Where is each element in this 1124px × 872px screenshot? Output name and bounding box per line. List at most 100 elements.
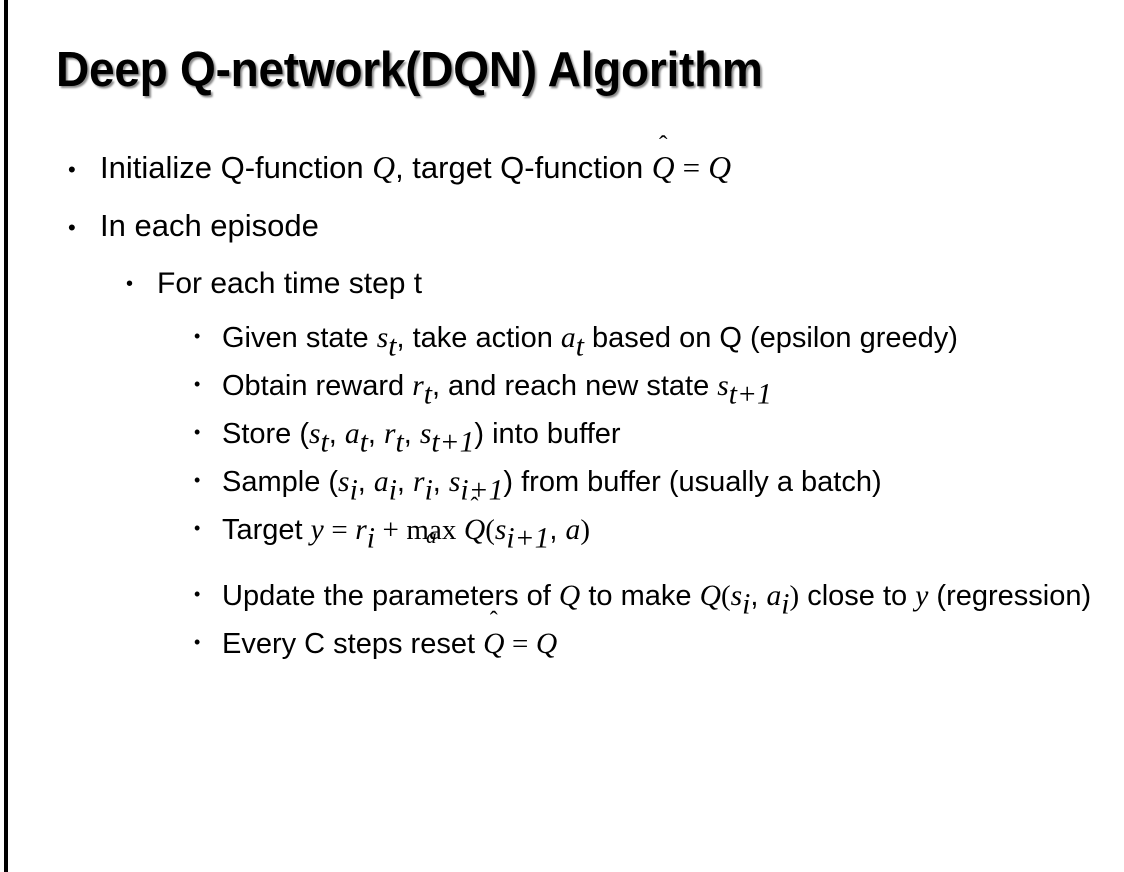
math-var-a: a: [766, 580, 782, 612]
bullet-marker: •: [194, 584, 201, 604]
math-var-q: Q: [372, 150, 396, 185]
math-var-q2: Q: [699, 580, 721, 612]
math-subscript: i: [349, 474, 358, 507]
bullet-marker: •: [126, 273, 134, 295]
list-item: • Initialize Q-function Q, target Q-func…: [0, 146, 1124, 190]
list-item-text: Store (st, at, rt, st+1) into buffer: [222, 418, 621, 459]
list-item: • Store (st, at, rt, st+1) into buffer: [0, 412, 1124, 459]
math-equals: =: [512, 628, 529, 660]
math-var-q: Q: [535, 628, 558, 660]
text-segment: ) from buffer (usually a batch): [503, 466, 882, 498]
math-subscript: i: [781, 588, 790, 621]
text-segment: , and reach new state: [431, 370, 718, 402]
bullet-marker: •: [194, 422, 201, 442]
math-subscript: i: [388, 474, 397, 507]
list-item: • Update the parameters of Q to make Q(s…: [0, 574, 1124, 621]
list-item-text: Initialize Q-function Q, target Q-functi…: [100, 146, 1124, 190]
bullet-marker: •: [194, 470, 201, 490]
math-var-a: a: [565, 514, 581, 546]
math-var-r: r: [413, 466, 425, 498]
bullet-list: • Initialize Q-function Q, target Q-func…: [0, 146, 1124, 670]
math-var-s: s: [376, 322, 389, 354]
math-equals: =: [331, 514, 348, 546]
text-segment: Obtain reward: [222, 370, 413, 402]
math-var-qhat: Q: [483, 628, 505, 660]
math-var-a: a: [344, 418, 360, 450]
text-segment: based on Q (epsilon greedy): [583, 322, 958, 354]
list-item-text: Every C steps reset ̂Q=Q: [222, 622, 1098, 666]
text-segment: (regression): [928, 580, 1092, 612]
math-subscript: t+1: [728, 378, 772, 411]
math-var-q: Q: [558, 580, 581, 612]
math-var-r: r: [412, 370, 424, 402]
text-segment: Update the parameters of: [222, 580, 559, 612]
math-var-s-next: s: [494, 514, 507, 546]
list-item-text: Given state st, take action at based on …: [222, 316, 1098, 363]
bullet-marker: •: [194, 518, 201, 538]
list-item-text: For each time step t: [157, 267, 423, 300]
list-item-text: Obtain reward rt, and reach new state st…: [222, 364, 1098, 411]
math-paren-open: (: [720, 580, 731, 612]
math-var-a: a: [373, 466, 389, 498]
math-q-hat: ̂Q: [464, 508, 485, 552]
math-paren-close: ): [789, 580, 800, 612]
math-subscript: t: [320, 426, 329, 459]
math-subscript: i+1: [460, 474, 504, 507]
math-paren-open: (: [485, 514, 495, 546]
math-subscript: t+1: [431, 426, 475, 459]
math-var-r: r: [384, 418, 396, 450]
text-segment: Every C steps reset: [222, 628, 484, 660]
math-comma: ,: [549, 514, 566, 546]
math-q-hat: ̂Q: [652, 146, 675, 190]
max-subscript: a: [426, 523, 437, 548]
math-paren-close: ): [580, 514, 590, 546]
math-var-qhat: Q: [463, 514, 486, 546]
math-q-hat: ̂Q: [483, 622, 504, 666]
math-var-s: s: [730, 580, 743, 612]
text-segment: ) into buffer: [474, 418, 621, 450]
math-var-r: r: [355, 514, 367, 546]
left-border-rule: [4, 0, 8, 872]
math-var-y: y: [915, 580, 929, 612]
math-var-s-next: s: [448, 466, 461, 498]
math-subscript: i: [742, 588, 751, 621]
math-var-q2: Q: [708, 150, 732, 185]
bullet-marker: •: [194, 326, 201, 346]
text-segment: close to: [799, 580, 916, 612]
math-var-s-next: s: [419, 418, 432, 450]
list-item-text: Target y=ri+maxâQ(si+1, a): [222, 508, 1098, 555]
text-segment: Given state: [222, 322, 377, 354]
list-item: • Sample (si, ai, ri, si+1) from buffer …: [0, 460, 1124, 507]
math-equals: =: [682, 150, 701, 185]
math-plus: +: [382, 514, 399, 546]
page-title: Deep Q-network(DQN) Algorithm: [56, 43, 763, 97]
bullet-marker: •: [194, 632, 201, 652]
list-item-text: In each episode: [100, 208, 319, 243]
text-segment: , target Q-function: [395, 150, 652, 185]
math-subscript: t: [395, 426, 404, 459]
math-var-y: y: [310, 514, 324, 546]
list-item: • In each episode: [0, 204, 1124, 248]
bullet-marker: •: [68, 215, 76, 240]
math-var-s: s: [338, 466, 350, 498]
text-segment: to make: [580, 580, 700, 612]
math-subscript: i+1: [506, 522, 550, 555]
text-segment: , take action: [396, 322, 561, 354]
math-var-a: a: [560, 322, 576, 354]
list-item-text: Sample (si, ai, ri, si+1) from buffer (u…: [222, 466, 882, 507]
list-item: • Obtain reward rt, and reach new state …: [0, 364, 1124, 411]
math-comma: ,: [750, 580, 767, 612]
text-segment: Target: [222, 514, 311, 546]
bullet-marker: •: [194, 374, 201, 394]
text-segment: Initialize Q-function: [100, 150, 373, 185]
bullet-marker: •: [68, 157, 76, 182]
math-subscript: t: [575, 330, 584, 363]
math-subscript: i: [366, 522, 375, 555]
text-segment: Sample (: [222, 466, 339, 498]
max-label: max: [406, 514, 457, 546]
list-item-text: Update the parameters of Q to make Q(si,…: [222, 574, 1098, 621]
list-item: • For each time step t: [0, 262, 1124, 306]
list-item: • Every C steps reset ̂Q=Q: [0, 622, 1124, 666]
